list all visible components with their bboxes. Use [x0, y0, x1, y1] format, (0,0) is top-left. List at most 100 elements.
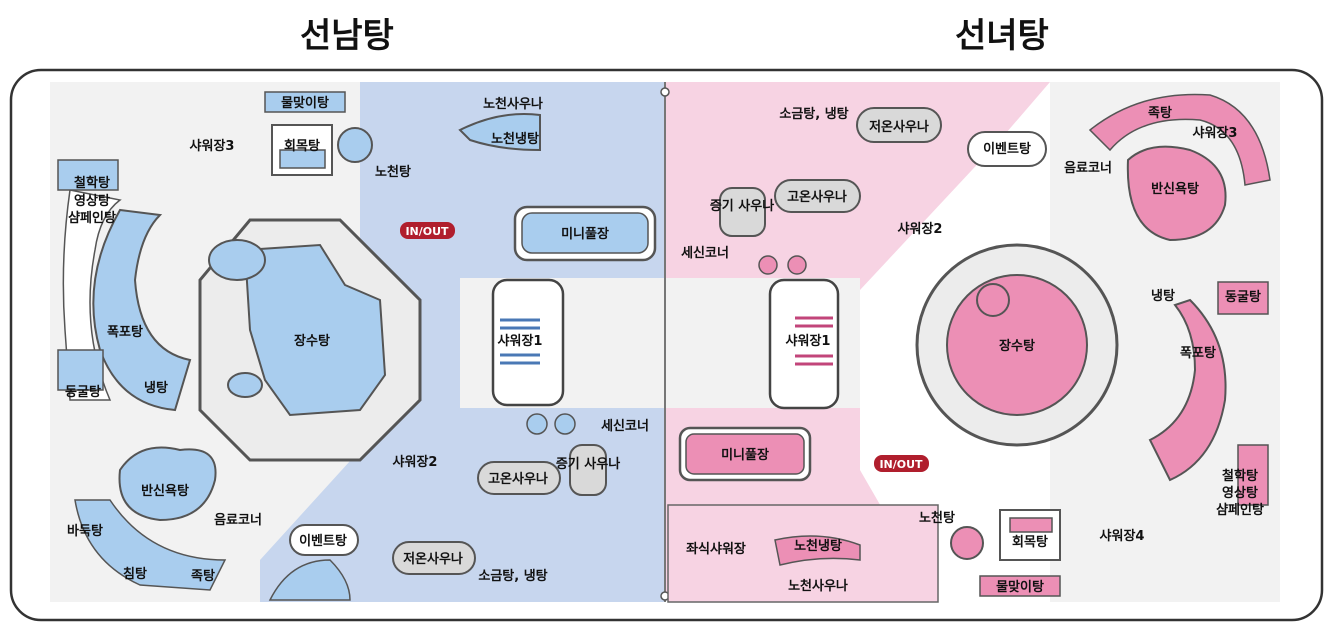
female-bath-title: 선녀탕 — [955, 16, 1049, 56]
female-event-pool — [967, 131, 1047, 167]
female-label-bansin: 반신욕탕 — [1151, 181, 1199, 197]
female-donggul-pool — [1217, 281, 1269, 315]
male-donggul-pool — [57, 349, 104, 391]
female-label-shower4: 샤워장4 — [1100, 528, 1145, 544]
female-nocheon-naeng-pool — [774, 535, 861, 566]
male-label-shower1: 샤워장1 — [498, 333, 543, 349]
female-label-hoemok: 회목탕 — [1012, 534, 1048, 550]
male-label-pokpo: 폭포탕 — [107, 324, 143, 340]
male-label-jeunggi: 증기 사우나 — [556, 456, 620, 472]
female-mulmati-pool — [979, 575, 1061, 597]
female-shower1-booth — [768, 278, 840, 410]
female-label-jeunggi: 증기 사우나 — [710, 198, 774, 214]
female-sesin-seat — [787, 255, 807, 275]
female-label-shower3: 샤워장3 — [1193, 125, 1238, 141]
female-label-sesin: 세신코너 — [681, 245, 729, 261]
male-label-mini-pool: 미니풀장 — [561, 226, 609, 242]
male-inout-badge — [400, 222, 455, 239]
female-label-inout: IN/OUT — [879, 458, 923, 471]
male-mulmati-pool — [264, 91, 346, 113]
female-jangsu-small-pool — [976, 283, 1010, 317]
female-label-shower1: 샤워장1 — [786, 333, 831, 349]
male-label-cheolhak: 철학탕 — [74, 175, 110, 191]
male-jeoon-sauna — [392, 541, 476, 575]
male-label-nocheontang: 노천탕 — [375, 164, 411, 180]
male-bottom-curve-pool — [74, 499, 227, 591]
male-label-shower2: 샤워장2 — [393, 454, 438, 470]
male-label-baduk: 바둑탕 — [67, 523, 103, 539]
female-jok-curve — [1088, 93, 1271, 186]
male-label-hoemok: 회목탕 — [284, 138, 320, 154]
female-label-goon-sauna: 고온사우나 — [787, 189, 847, 205]
male-mini-pool — [521, 212, 649, 254]
male-bath-title: 선남탕 — [300, 16, 394, 56]
male-label-nocheon-sauna: 노천사우나 — [483, 96, 543, 112]
male-label-jangsu: 장수탕 — [294, 333, 330, 349]
female-label-jok: 족탕 — [1148, 105, 1172, 121]
female-label-yeongsang: 영상탕 — [1222, 485, 1258, 501]
male-label-yeongsang: 영상탕 — [74, 193, 110, 209]
female-label-shower2: 샤워장2 — [898, 221, 943, 237]
female-label-donggul: 동굴탕 — [1225, 289, 1261, 305]
female-label-jwasik: 좌식샤워장 — [686, 541, 746, 557]
male-jangsu-small-pool-2 — [227, 372, 263, 398]
male-jeunggi-sauna — [569, 444, 607, 496]
male-label-naeng: 냉탕 — [144, 380, 168, 396]
male-label-nocheon-naeng: 노천냉탕 — [491, 131, 539, 147]
male-label-eumryo: 음료코너 — [214, 512, 262, 528]
female-label-nocheon-sauna: 노천사우나 — [788, 578, 848, 594]
male-bansin-pool — [118, 446, 217, 522]
male-label-inout: IN/OUT — [405, 225, 449, 238]
male-sesin-seat — [554, 413, 576, 435]
male-label-bansin: 반신욕탕 — [141, 483, 189, 499]
female-label-mulmati: 물맞이탕 — [996, 579, 1044, 595]
male-sesin-seat — [526, 413, 548, 435]
male-jangsu-pool — [243, 243, 387, 417]
female-goon-sauna — [774, 179, 861, 213]
male-label-jok: 족탕 — [191, 568, 215, 584]
female-label-cheolhak: 철학탕 — [1222, 468, 1258, 484]
male-nocheon-pool — [337, 127, 373, 163]
female-hoemok-pool — [1009, 517, 1053, 533]
female-label-mini-pool: 미니풀장 — [721, 447, 769, 463]
female-nocheon-pool — [950, 526, 984, 560]
female-label-champagne: 샴페인탕 — [1216, 502, 1264, 518]
male-label-shower3: 샤워장3 — [190, 138, 235, 154]
female-pokpo-pool — [1148, 298, 1227, 482]
male-label-donggul: 동굴탕 — [65, 384, 101, 400]
female-sesin-seat — [758, 255, 778, 275]
male-label-sogeum: 소금탕, 냉탕 — [478, 568, 547, 584]
female-label-naeng: 냉탕 — [1151, 288, 1175, 304]
divider-post-top — [660, 87, 670, 97]
male-label-sesin: 세신코너 — [601, 418, 649, 434]
female-label-eumryo: 음료코너 — [1064, 160, 1112, 176]
male-pokpo-pool — [92, 208, 192, 412]
female-label-nocheontang: 노천탕 — [919, 510, 955, 526]
female-bansin-pool — [1126, 145, 1227, 242]
male-label-mulmati: 물맞이탕 — [281, 95, 329, 111]
female-label-jangsu: 장수탕 — [999, 338, 1035, 354]
male-nocheon-naeng-pool — [458, 113, 541, 152]
male-label-goon-sauna: 고온사우나 — [488, 471, 548, 487]
male-jangsu-small-pool — [208, 239, 266, 281]
male-cheolhak-pool — [57, 159, 119, 191]
female-jeoon-sauna — [856, 107, 942, 143]
female-jeunggi-sauna — [719, 187, 766, 237]
male-label-jeoon-sauna: 저온사우나 — [403, 551, 463, 567]
female-mini-pool — [685, 433, 805, 475]
male-event-pool — [289, 524, 359, 556]
female-cheolhak-pool — [1237, 444, 1269, 506]
male-label-chim: 침탕 — [123, 566, 147, 582]
male-goon-sauna — [477, 461, 561, 495]
male-shower1-booth — [491, 278, 565, 407]
male-hoemok-pool — [279, 149, 326, 169]
female-label-sogeum: 소금탕, 냉탕 — [779, 106, 848, 122]
female-label-nocheon-naeng: 노천냉탕 — [794, 538, 842, 554]
female-label-pokpo: 폭포탕 — [1180, 345, 1216, 361]
female-label-jeoon-sauna: 저온사우나 — [869, 119, 929, 135]
male-event-steps — [268, 559, 351, 601]
male-label-champagne: 샴페인탕 — [68, 210, 116, 226]
female-label-event: 이벤트탕 — [983, 141, 1031, 157]
female-inout-badge — [874, 455, 929, 472]
